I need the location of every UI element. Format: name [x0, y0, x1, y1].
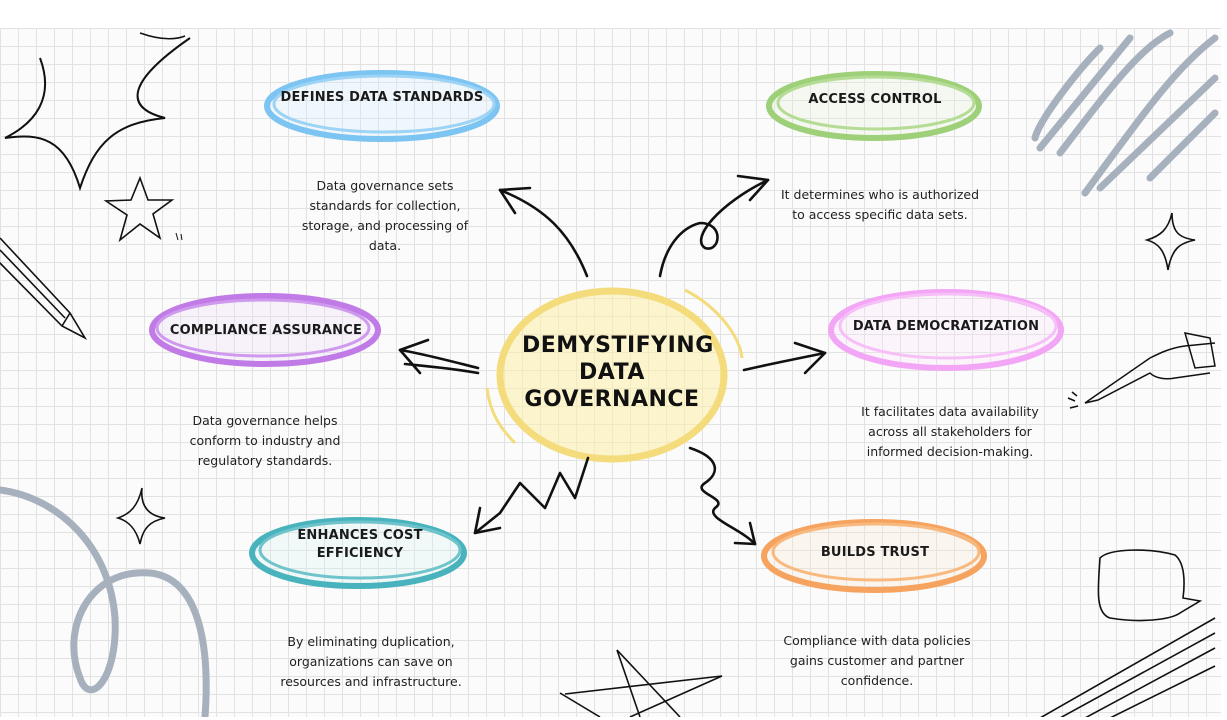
arrow-to-democratization	[742, 351, 827, 372]
node-label-defines-data-standards: DEFINES DATA STANDARDS	[280, 90, 484, 105]
node-label-builds-trust: BUILDS TRUST	[820, 545, 930, 560]
node-label-enhances-cost-efficiency: ENHANCES COST EFFICIENCY	[297, 528, 423, 561]
node-desc-access-control: It determines who is authorized to acces…	[780, 187, 980, 222]
node-label-access-control: ACCESS CONTROL	[808, 92, 942, 107]
scribble-lines-bottom-right	[1040, 617, 1216, 717]
node-label-compliance-assurance: COMPLIANCE ASSURANCE	[169, 323, 363, 338]
arrow-to-defines	[498, 188, 589, 278]
node-desc-defines-data-standards: Data governance sets standards for colle…	[301, 178, 469, 253]
sparkle-icon-right	[1144, 212, 1196, 271]
ellipse-access-control	[766, 71, 982, 141]
node-desc-data-democratization: It facilitates data availability across …	[861, 404, 1039, 459]
ellipse-builds-trust	[761, 519, 987, 593]
hand-drawn-star-large	[4, 37, 191, 192]
pencil-icon	[0, 237, 88, 341]
arrow-to-cost	[473, 456, 590, 535]
star-lines-bottom	[559, 649, 723, 717]
decorations	[0, 29, 1219, 717]
diagram-title: DEMYSTIFYING DATA GOVERNANCE	[522, 333, 714, 412]
node-desc-compliance-assurance: Data governance helps conform to industr…	[189, 413, 341, 468]
mind-map-canvas: DEMYSTIFYING DATA GOVERNANCE DEFINES DAT…	[0, 28, 1221, 717]
ellipse-defines-data-standards	[264, 70, 500, 142]
pointing-hand-icon	[1067, 332, 1216, 409]
ellipse-compliance-assurance	[149, 293, 381, 367]
scribble-lines-top-right	[1031, 29, 1219, 197]
ellipse-data-democratization	[828, 289, 1064, 371]
ellipse-enhances-cost-efficiency	[249, 517, 467, 589]
gray-loop-scribble	[0, 486, 210, 717]
hand-drawn-star-small	[103, 175, 175, 243]
node-desc-enhances-cost-efficiency: By eliminating duplication, organization…	[280, 634, 462, 689]
arrow-to-access	[658, 178, 770, 278]
sparkle-icon-left	[115, 487, 166, 545]
center-ellipse	[496, 287, 728, 463]
arrow-to-compliance	[398, 348, 480, 370]
node-label-data-democratization: DATA DEMOCRATIZATION	[852, 319, 1040, 334]
connector-arrows	[398, 174, 827, 546]
node-desc-builds-trust: Compliance with data policies gains cust…	[783, 633, 971, 688]
speech-bubble-icon	[1097, 549, 1203, 622]
arrow-to-trust	[688, 446, 757, 546]
